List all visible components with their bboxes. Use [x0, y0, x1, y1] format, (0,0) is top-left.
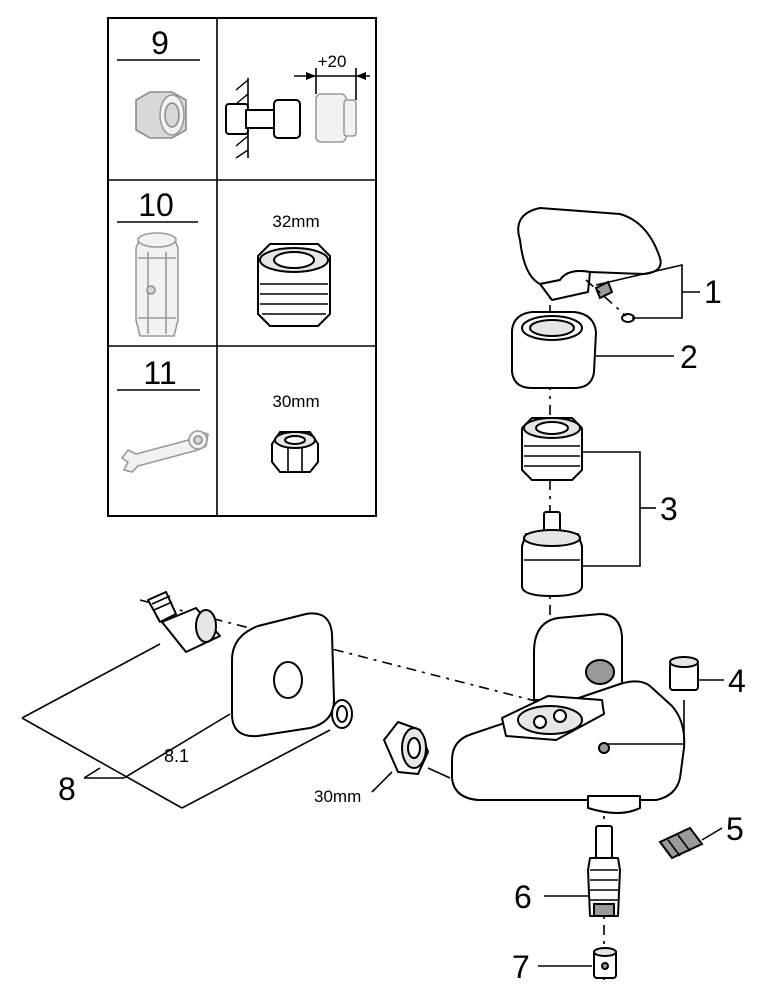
wall-connection-axis [139, 599, 611, 721]
extension-length-label: +20 [318, 52, 347, 71]
set-screw [594, 280, 614, 300]
diverter-cartridge [587, 825, 621, 917]
callout-8: 8 [58, 771, 76, 807]
extension-mounting-detail [225, 68, 370, 159]
wrench-icon [120, 430, 209, 473]
callout-5-leader [701, 827, 723, 841]
cartridge-nut [521, 417, 583, 481]
lever-handle [517, 207, 662, 323]
adapter-reducer-icon [135, 91, 187, 139]
union-nut-connector [427, 767, 451, 779]
mixer-body [451, 613, 686, 814]
wrench-size-label: 30mm [272, 392, 319, 411]
s-union-eccentric [147, 591, 221, 653]
socket-size-label: 32mm [272, 212, 319, 231]
callout-1: 1 [704, 274, 722, 310]
nut-size-leader [371, 771, 393, 793]
callout-7: 7 [512, 949, 530, 985]
spare-parts-table: 9 +20 10 [107, 17, 377, 517]
nut-size-label: 30mm [314, 787, 361, 806]
hex-nut-icon [271, 431, 319, 473]
cap-plug [669, 656, 699, 691]
table-row-10-number: 10 [138, 187, 174, 223]
callout-6: 6 [514, 879, 532, 915]
cover-cap [511, 311, 597, 389]
callout-5: 5 [726, 811, 744, 847]
socket-tool-icon [135, 232, 179, 337]
sealing-washer [331, 699, 353, 729]
callout-3: 3 [660, 491, 678, 527]
table-row-9-number: 9 [151, 25, 169, 61]
cartridge-nut-icon [257, 243, 331, 327]
callout-4: 4 [728, 663, 746, 699]
callout-8-brackets [21, 643, 331, 809]
union-nut [383, 721, 429, 775]
callout-8-1: 8.1 [164, 746, 189, 766]
diverter-seat [593, 947, 617, 979]
callout-3-bracket [582, 451, 641, 567]
wall-rosette [231, 612, 335, 738]
aerator [658, 826, 704, 860]
callout-2: 2 [680, 339, 698, 375]
ceramic-cartridge [521, 511, 583, 597]
table-row-11-number: 11 [143, 355, 176, 391]
